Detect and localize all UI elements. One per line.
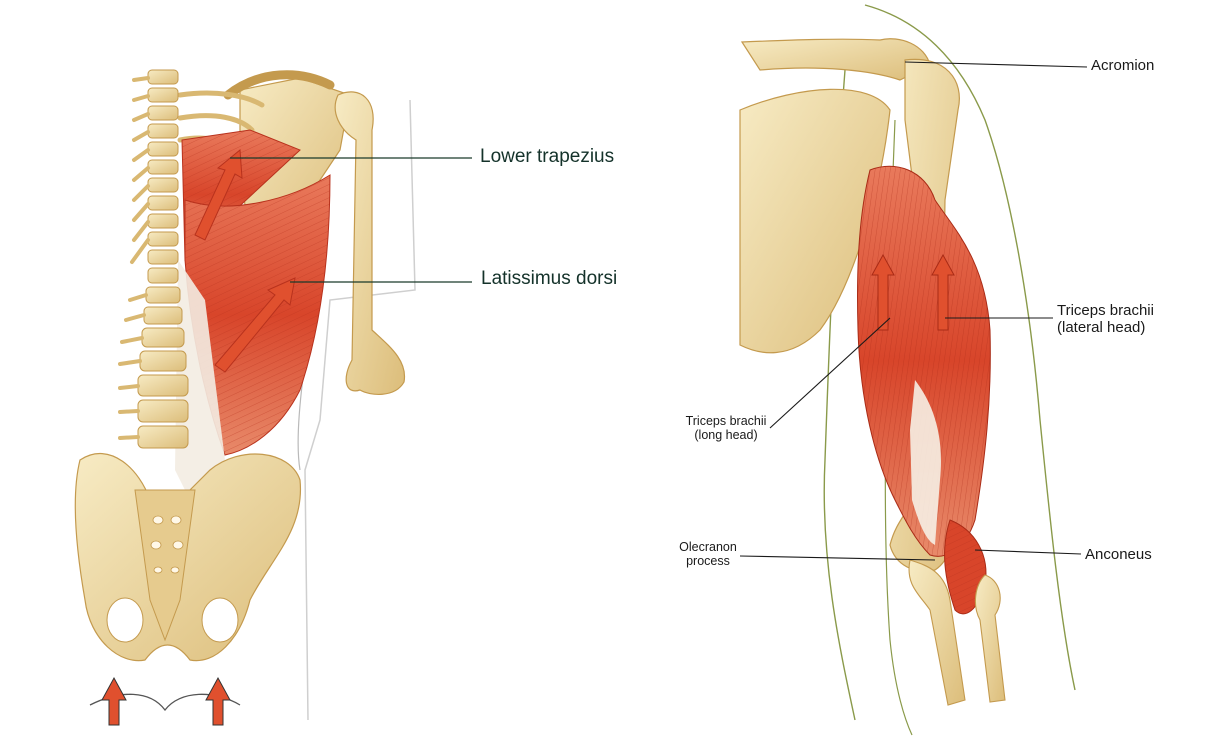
label-olecranon-process: Olecranon process [670, 540, 746, 569]
ulna [908, 559, 966, 706]
right-arm-illustration [739, 4, 1076, 736]
label-triceps-long-line2: (long head) [694, 428, 758, 443]
label-triceps-lateral-head: Triceps brachii (lateral head) [1057, 302, 1154, 337]
label-latissimus-dorsi: Latissimus dorsi [481, 268, 618, 289]
left-leader-lines [230, 157, 472, 283]
vertebral-column [137, 69, 189, 449]
label-olecranon-line2: process [686, 554, 730, 569]
label-triceps-long-line1: Triceps brachii [685, 414, 767, 428]
label-lower-trapezius: Lower trapezius [480, 146, 615, 167]
clavicle [740, 38, 931, 81]
label-triceps-lateral-line1: Triceps brachii [1057, 302, 1154, 319]
label-acromion: Acromion [1091, 57, 1155, 74]
label-olecranon-line1: Olecranon [679, 540, 737, 554]
label-anconeus: Anconeus [1085, 546, 1152, 563]
label-triceps-lateral-line2: (lateral head) [1057, 319, 1146, 337]
label-triceps-long-head: Triceps brachii (long head) [676, 414, 776, 443]
radius [974, 574, 1006, 703]
left-back-illustration [74, 69, 416, 726]
right-leader-lines [739, 61, 1088, 561]
humerus [334, 91, 406, 395]
